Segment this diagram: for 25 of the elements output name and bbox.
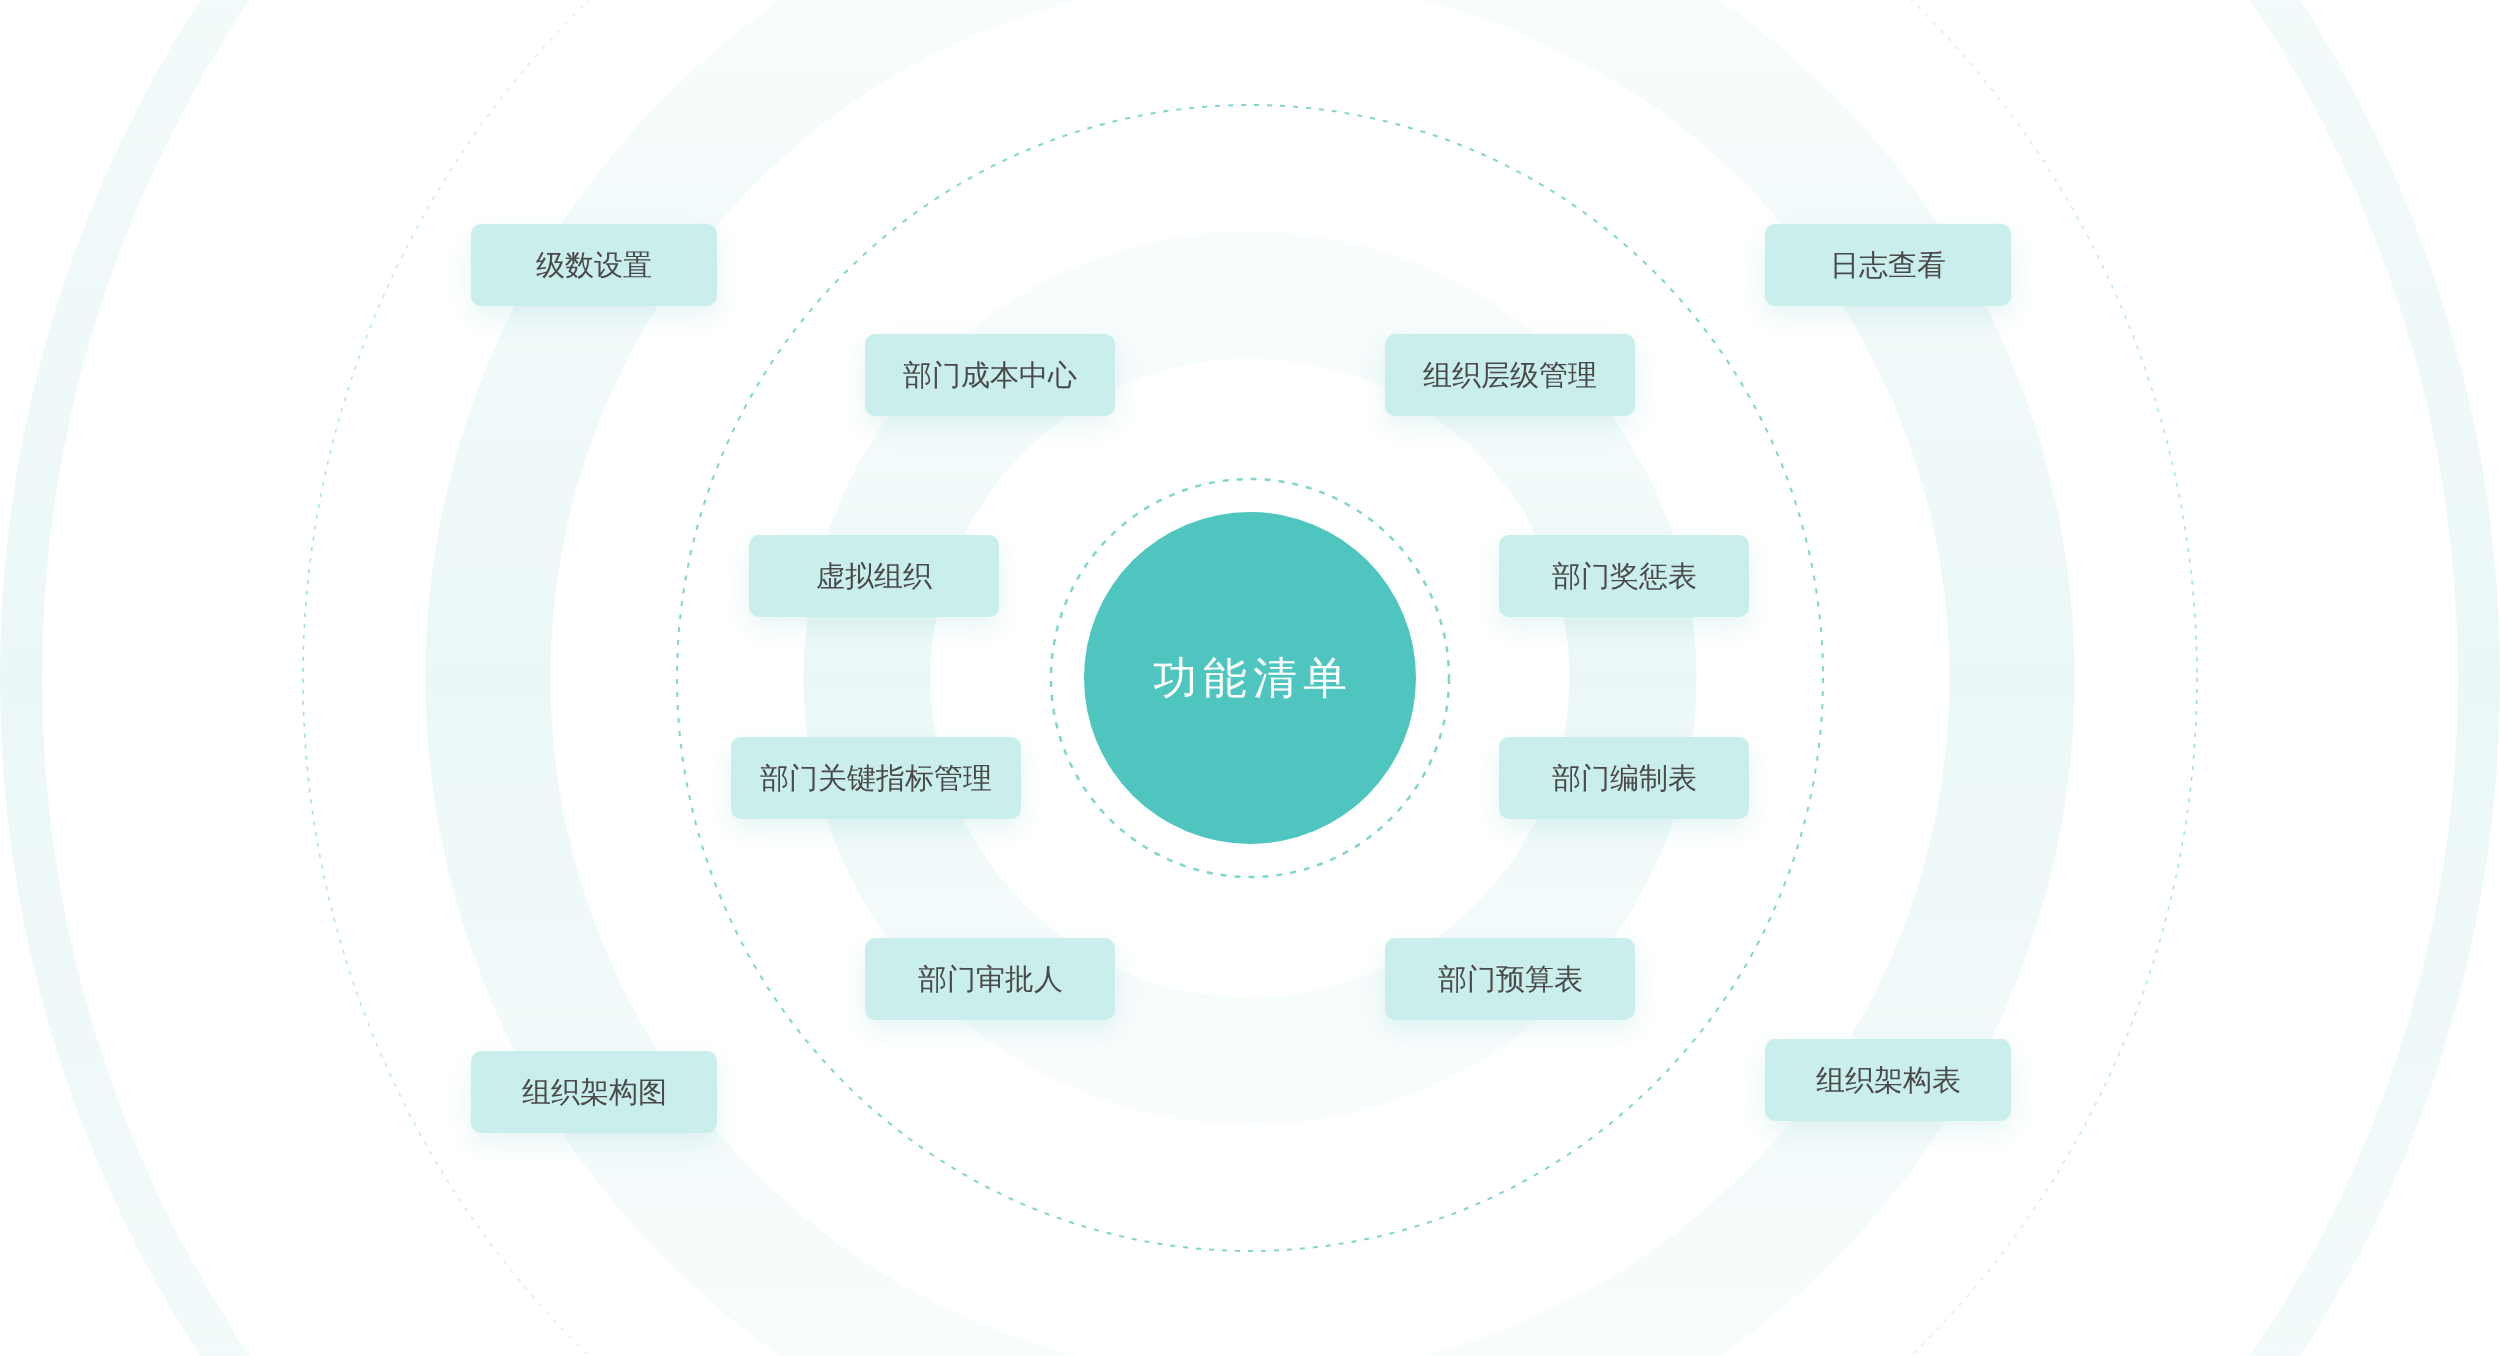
feature-card <box>731 737 1021 819</box>
feature-card <box>865 334 1115 416</box>
feature-label: 部门奖惩表 <box>1551 558 1697 594</box>
feature-label: 组织层级管理 <box>1423 357 1597 393</box>
feature-label: 日志查看 <box>1830 247 1946 283</box>
feature-card <box>471 1051 717 1133</box>
feature-label: 部门成本中心 <box>903 357 1077 393</box>
feature-label: 部门编制表 <box>1551 760 1697 796</box>
feature-label: 部门关键指标管理 <box>760 760 992 796</box>
feature-card <box>1499 737 1749 819</box>
feature-card <box>865 938 1115 1020</box>
feature-card <box>1499 535 1749 617</box>
feature-card <box>1385 938 1635 1020</box>
feature-label: 部门审批人 <box>917 961 1063 997</box>
feature-card <box>749 535 999 617</box>
feature-label: 部门预算表 <box>1437 961 1583 997</box>
feature-card <box>1385 334 1635 416</box>
feature-card <box>1765 1039 2011 1121</box>
feature-card <box>1765 224 2011 306</box>
feature-label: 级数设置 <box>536 247 652 283</box>
feature-label: 组织架构表 <box>1815 1062 1961 1098</box>
feature-card <box>471 224 717 306</box>
hub-label: 功能清单 <box>1152 651 1353 705</box>
feature-label: 虚拟组织 <box>816 558 932 594</box>
feature-label: 组织架构图 <box>521 1074 667 1110</box>
